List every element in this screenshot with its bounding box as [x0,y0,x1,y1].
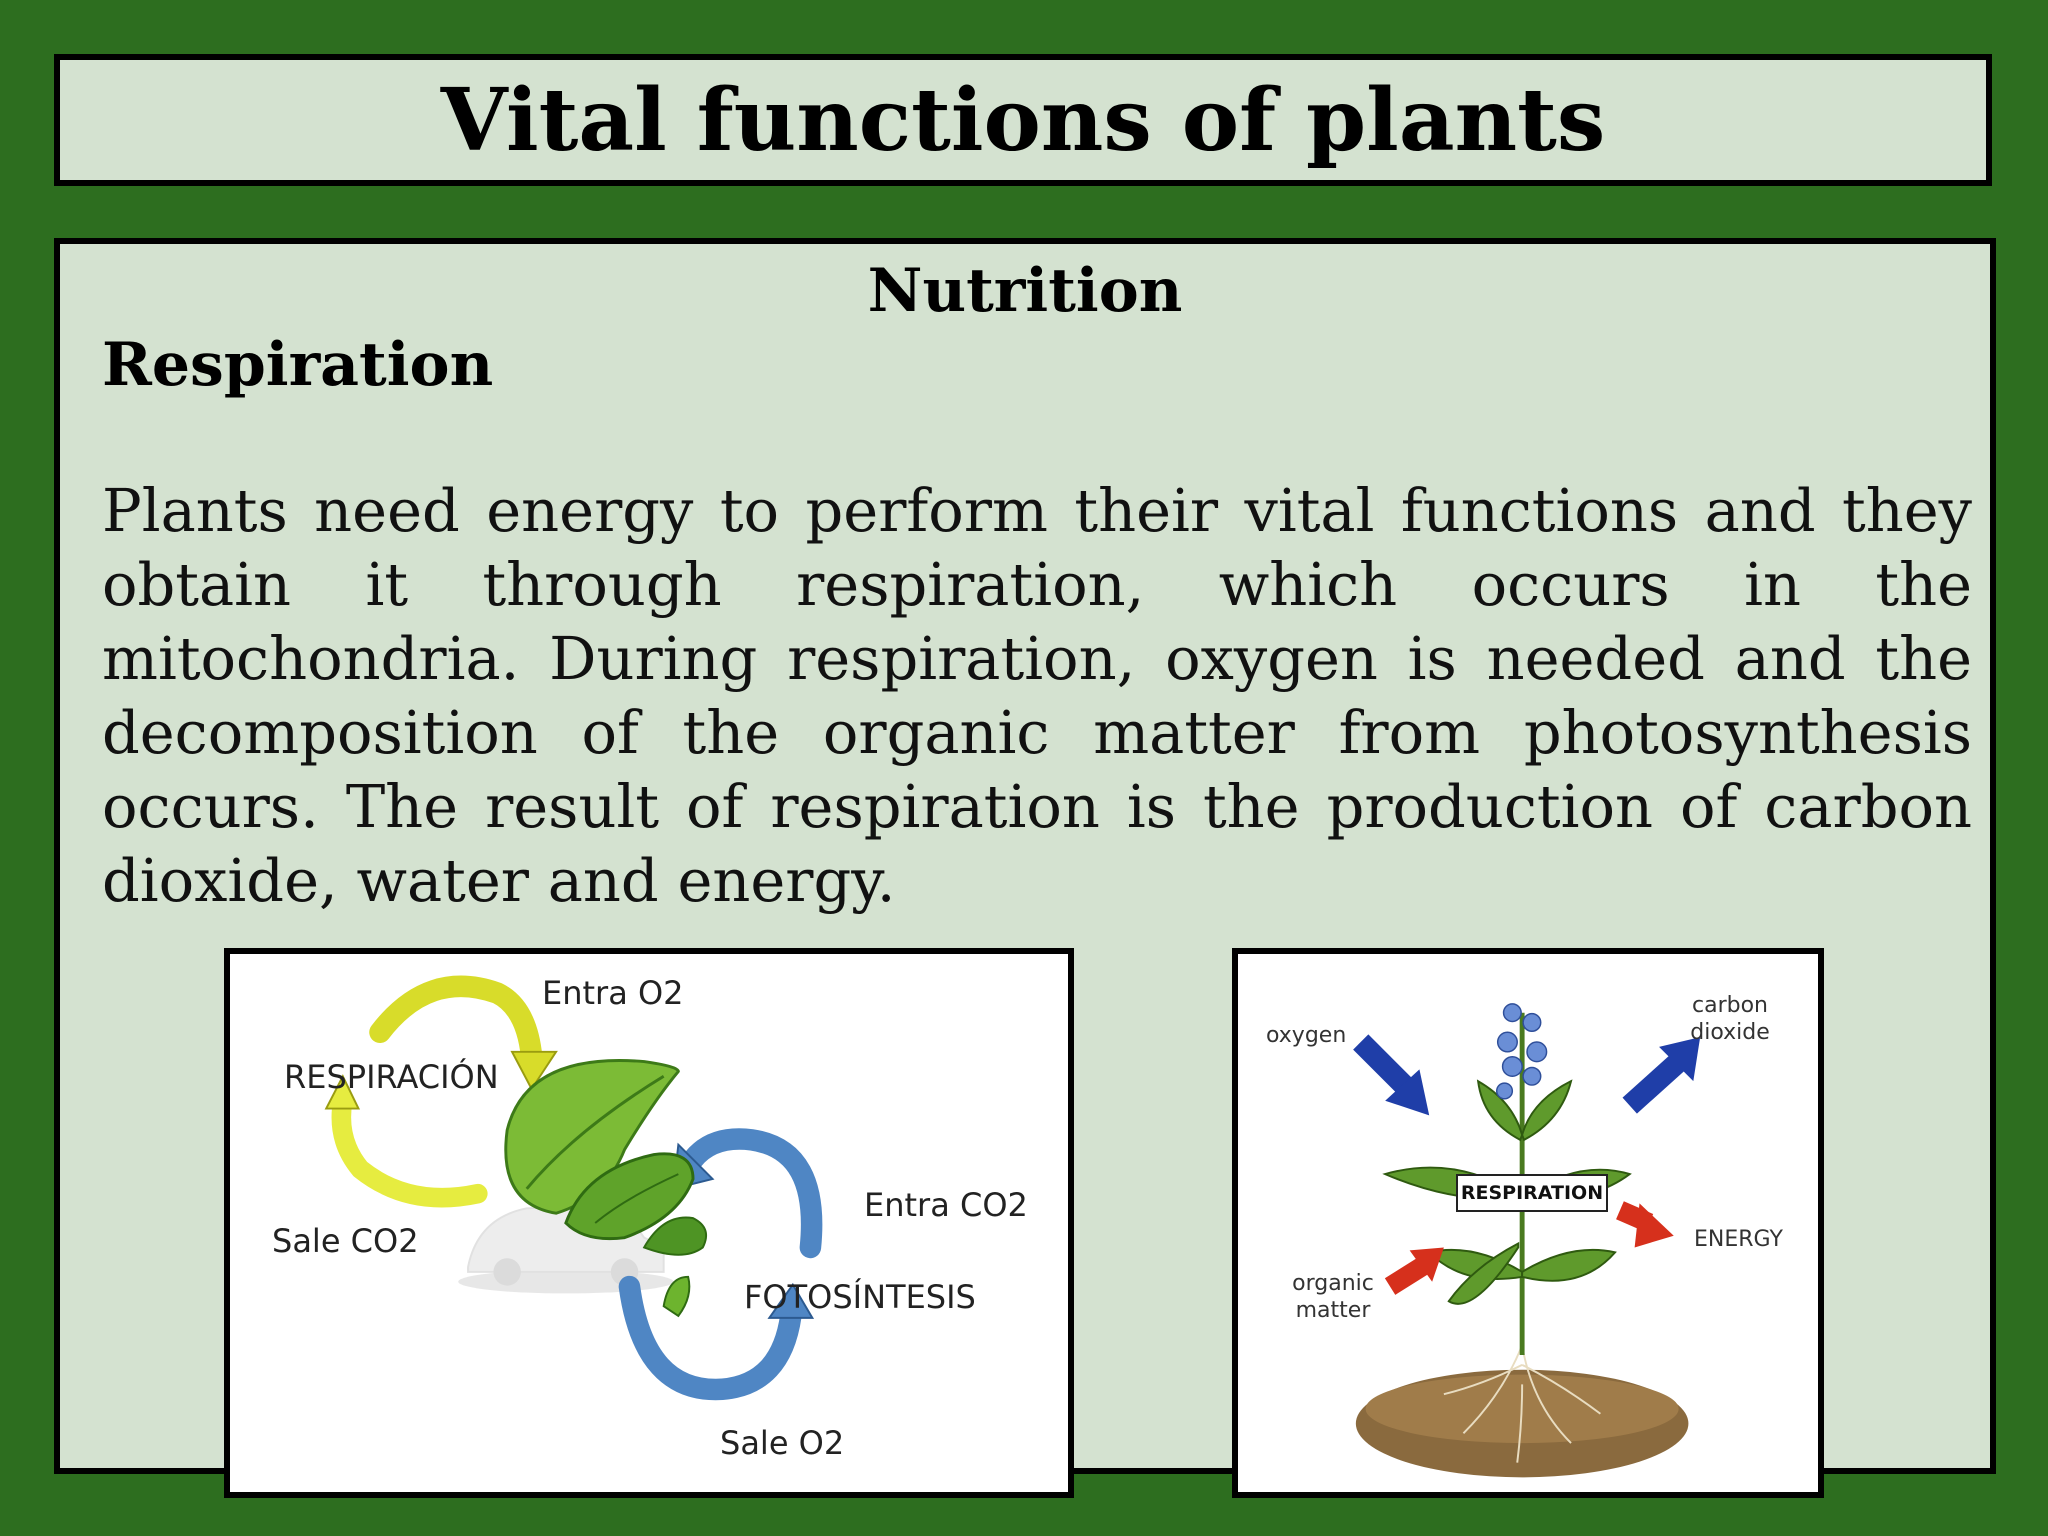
entra-co2-label: Entra CO2 [864,1186,1028,1224]
oxygen-arrow-icon [1353,1034,1430,1116]
organic-matter-arrow-icon [1384,1247,1444,1295]
fotosintesis-label: FOTOSÍNTESIS [744,1278,976,1316]
entra-o2-label: Entra O2 [542,974,684,1012]
energy-arrow-icon [1616,1201,1674,1248]
title-banner: Vital functions of plants [54,54,1992,186]
sale-o2-label: Sale O2 [720,1424,845,1462]
organic-label: organic [1292,1271,1374,1296]
dioxide-label: dioxide [1690,1020,1770,1045]
respiracion-label: RESPIRACIÓN [284,1058,499,1096]
energy-label: ENERGY [1694,1227,1783,1252]
leaf-icon [504,1059,707,1318]
respiration-photosynthesis-diagram: Entra O2 RESPIRACIÓN Sale CO2 Entra CO2 … [224,948,1074,1498]
sale-co2-label: Sale CO2 [272,1222,419,1260]
photosynthesis-arrows-icon [618,1128,823,1401]
section-heading: Nutrition [867,256,1183,326]
body-paragraph: Plants need energy to perform their vita… [102,476,1972,915]
page-title: Vital functions of plants [440,69,1606,171]
carbon-label: carbon [1692,993,1768,1018]
respiration-arrows-icon [324,975,558,1208]
cycle-illustration [324,975,823,1401]
carbon-dioxide-arrow-icon [1622,1037,1701,1114]
soil-icon [1355,1344,1689,1478]
oxygen-label: oxygen [1266,1023,1347,1048]
matter-label: matter [1295,1298,1371,1323]
subsection-heading: Respiration [102,330,494,400]
plant-respiration-diagram: oxygen carbon dioxide RESPIRATION ENERGY… [1232,948,1824,1498]
plant-illustration [1353,1003,1701,1478]
respiration-box: RESPIRATION [1456,1174,1608,1212]
flower-icon [1495,1003,1548,1100]
